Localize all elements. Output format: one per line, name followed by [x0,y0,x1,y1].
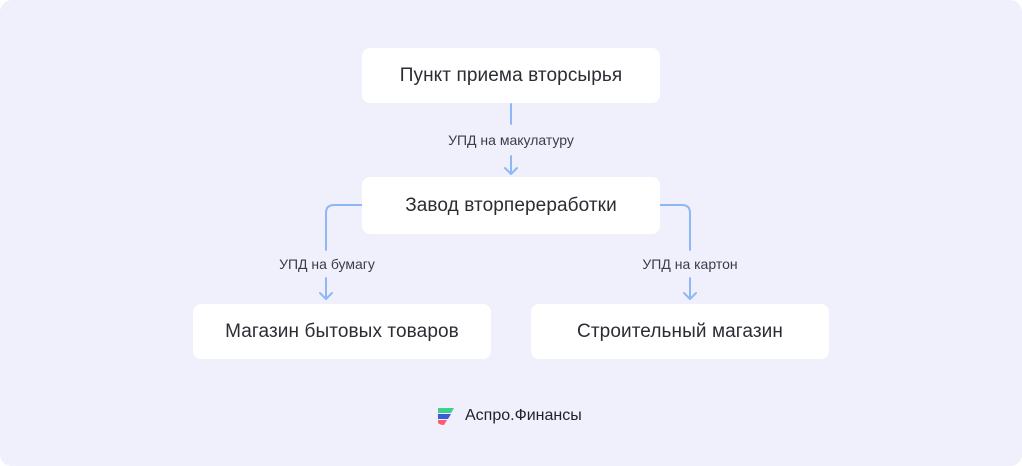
arrowhead-right [683,292,697,300]
edge-label-waste-paper: УПД на макулатуру [444,130,578,150]
node-collection-point: Пункт приема вторсырья [362,48,660,103]
node-label: Магазин бытовых товаров [225,320,459,342]
arrowhead-mid [504,167,518,175]
edge-label-paper: УПД на бумагу [275,254,379,274]
node-label: Пункт приема вторсырья [399,64,623,86]
node-construction-store: Строительный магазин [531,304,829,359]
edge-label-cardboard: УПД на картон [638,254,742,274]
node-recycling-plant: Завод вторпереработки [362,177,660,234]
brand-name: Аспро.Финансы [465,407,582,424]
arrowhead-left [319,292,333,300]
node-label: Завод вторпереработки [405,194,617,216]
connector-mid-to-right [659,204,691,300]
connector-mid-to-left [325,204,363,300]
aspro-logo-icon [438,408,454,425]
node-household-store: Магазин бытовых товаров [193,304,491,359]
node-label: Строительный магазин [577,320,783,342]
brand: Аспро.Финансы [436,406,582,426]
